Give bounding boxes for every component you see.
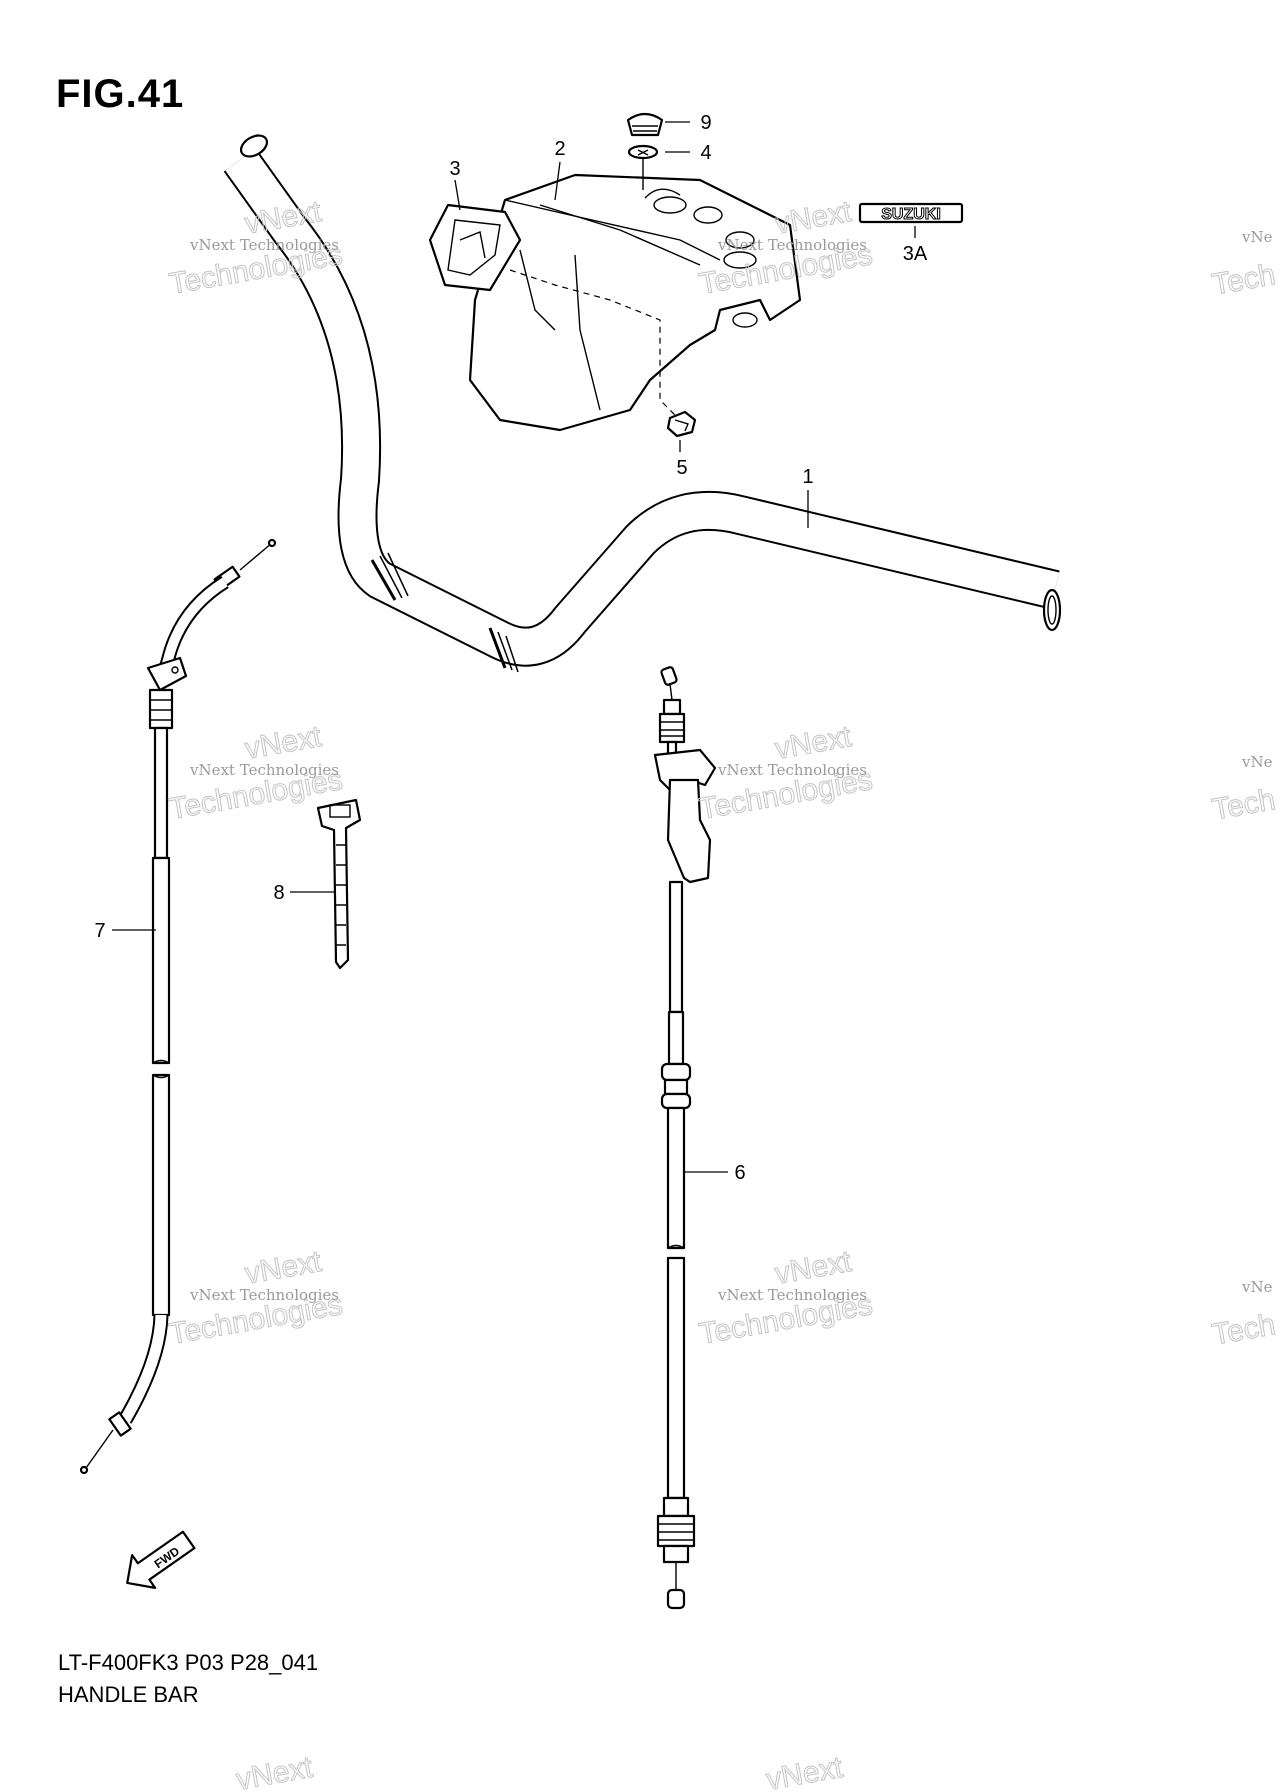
suzuki-emblem-part[interactable]: SUZUKI [858,202,964,224]
watermark-text: vNext Technologies [717,236,867,254]
callout-8: 8 [273,882,284,904]
watermark-edge-large: Tech [1210,783,1278,827]
callout-6: 6 [734,1162,745,1184]
callout-9: 9 [700,112,711,134]
throttle-cable-part[interactable] [79,538,277,1475]
callout-5: 5 [676,457,687,479]
emblem-mount-line [509,269,679,419]
watermark-group: Technologies vNext vNext Technologies Te… [166,194,1278,1792]
plug-part[interactable] [626,112,664,137]
watermark-edge-text: vNe [1241,228,1273,246]
watermark-edge-large: Tech [1210,258,1278,302]
watermark-top: vNext [773,195,855,241]
watermark-top: vNext [773,1245,855,1291]
callout-7: 7 [94,920,105,942]
forward-arrow-icon: FWD [126,1530,196,1589]
watermark-edge-large: Tech [1210,1308,1278,1352]
knurl-left-band [370,552,409,601]
knurl-right-band [488,627,519,673]
figure-title: FIG.41 [56,72,185,116]
handle-cover-part[interactable] [468,173,802,432]
watermark-text: vNext Technologies [189,1286,339,1304]
watermark-top: vNext [773,720,855,766]
watermark-bottom: vNext [234,1751,316,1792]
watermark-text: vNext Technologies [717,761,867,779]
watermark-text: vNext Technologies [189,761,339,779]
handlebar-part[interactable] [223,131,1062,673]
watermark-text: vNext Technologies [189,236,339,254]
callout-3: 3 [449,158,460,180]
suzuki-emblem-text: SUZUKI [881,206,941,223]
watermark-edge-text: vNe [1241,1278,1273,1296]
watermark-top: vNext [243,720,325,766]
callout-2: 2 [554,138,565,160]
nut-part[interactable] [666,410,697,438]
cable-clamp-part[interactable] [316,798,362,970]
callout-4: 4 [700,142,711,164]
model-code: LT-F400FK3 P03 P28_041 [58,1650,319,1675]
screw-part[interactable] [627,144,659,190]
leader-lines [112,121,916,1173]
brake-cable-part[interactable] [653,666,717,1610]
watermark-top: vNext [243,1245,325,1291]
callout-3a: 3A [903,243,928,265]
emblem-badge-part[interactable] [428,203,522,292]
watermark-text: vNext Technologies [717,1286,867,1304]
section-name: HANDLE BAR [58,1682,199,1707]
watermark-bottom: vNext [764,1751,846,1792]
callout-1: 1 [802,466,813,488]
watermark-edge-text: vNe [1241,753,1273,771]
